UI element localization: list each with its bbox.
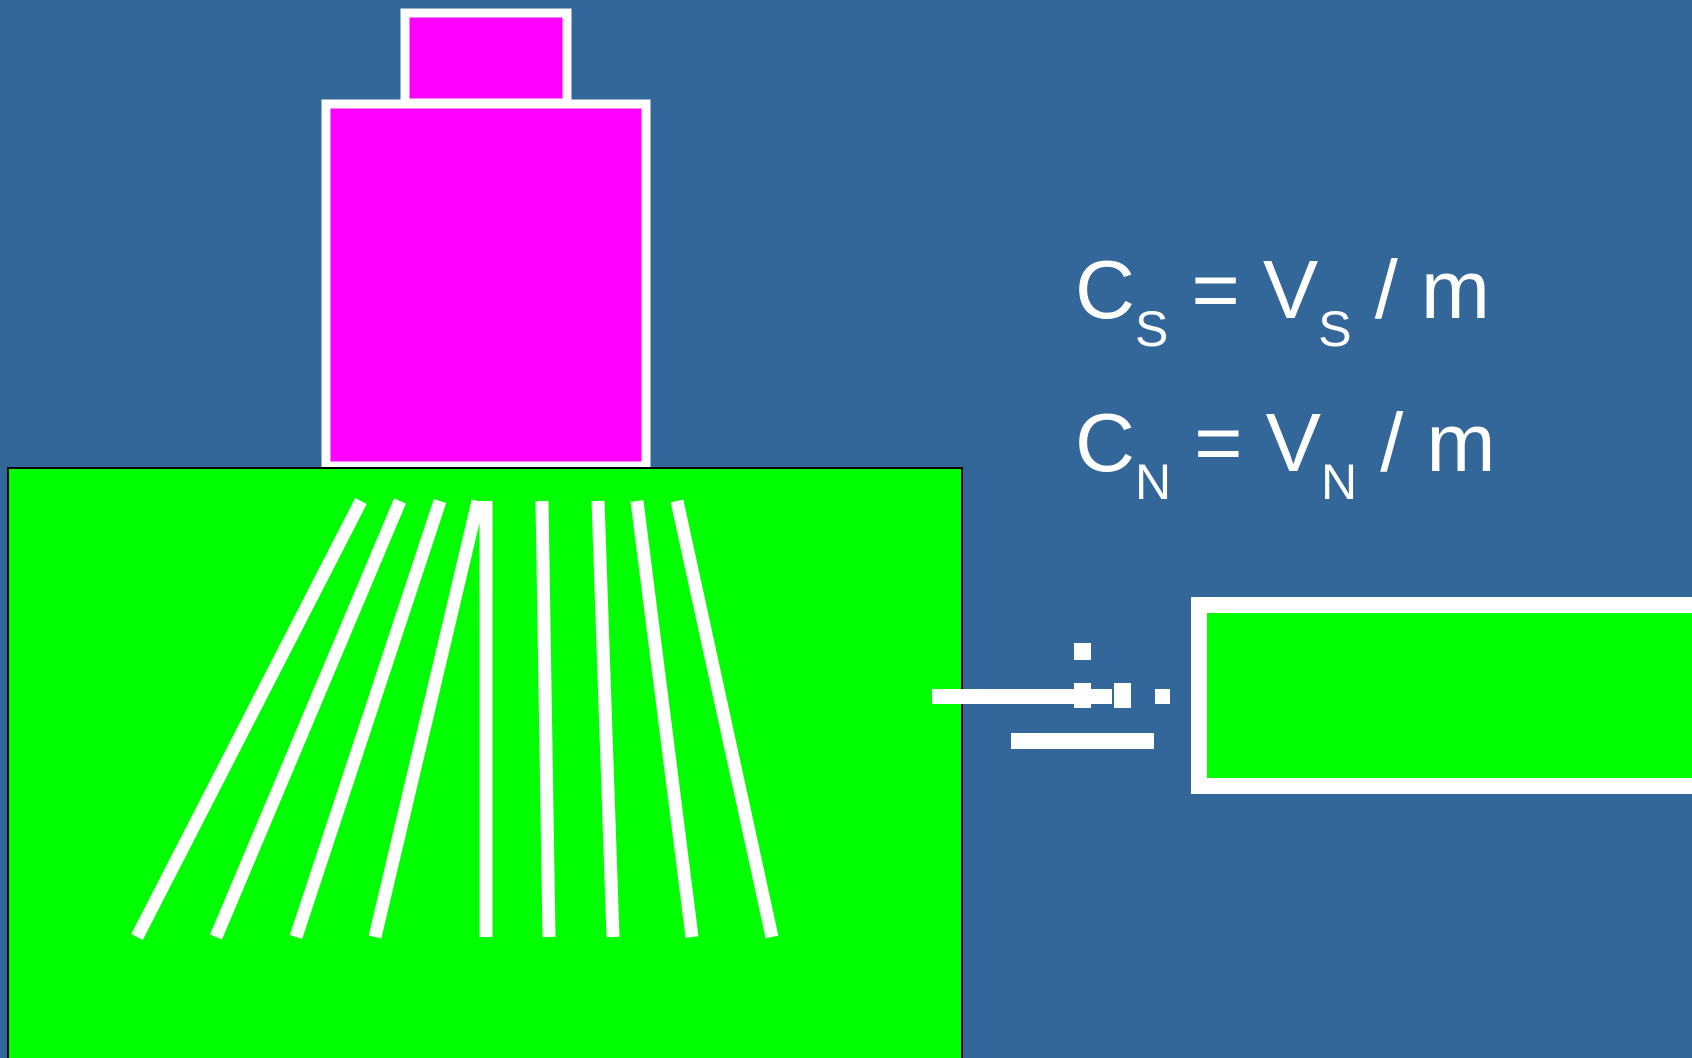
equation-cs: CS = VS / m	[1075, 248, 1490, 354]
eq-equals: =	[1191, 243, 1240, 336]
eq-symbol: C	[1075, 243, 1135, 336]
fan-line	[131, 498, 367, 940]
eq-variable-subscript: N	[1321, 454, 1358, 510]
fan-line	[591, 500, 620, 938]
eq-variable-subscript: S	[1318, 301, 1352, 357]
eq-variable: V	[1262, 243, 1319, 336]
fan-line	[210, 498, 406, 940]
connector-dot	[1155, 689, 1170, 704]
eq-divisor: / m	[1374, 243, 1490, 336]
fan-line	[289, 498, 447, 940]
fan-line	[368, 499, 485, 939]
connector-dot	[1074, 643, 1091, 660]
connector-dot	[1074, 683, 1091, 708]
connector-dot	[1114, 683, 1131, 708]
fan-lines	[131, 498, 779, 940]
fan-line	[535, 500, 556, 938]
lower-connector-bar	[1011, 733, 1154, 749]
eq-divisor: / m	[1380, 396, 1496, 489]
fan-line	[670, 499, 779, 939]
connector-lines	[932, 643, 1170, 749]
eq-symbol: C	[1075, 396, 1135, 489]
eq-variable: V	[1265, 396, 1322, 489]
upper-magenta-block	[321, 99, 651, 471]
equation-cn: CN = VN / m	[1075, 401, 1495, 507]
eq-equals: =	[1194, 396, 1243, 489]
green-sensor-strip	[1191, 597, 1692, 794]
fan-line	[630, 500, 699, 938]
top-cap-block	[400, 8, 572, 108]
eq-symbol-subscript: S	[1134, 301, 1169, 357]
eq-symbol-subscript: N	[1134, 454, 1172, 510]
connector-bar	[932, 689, 1112, 704]
